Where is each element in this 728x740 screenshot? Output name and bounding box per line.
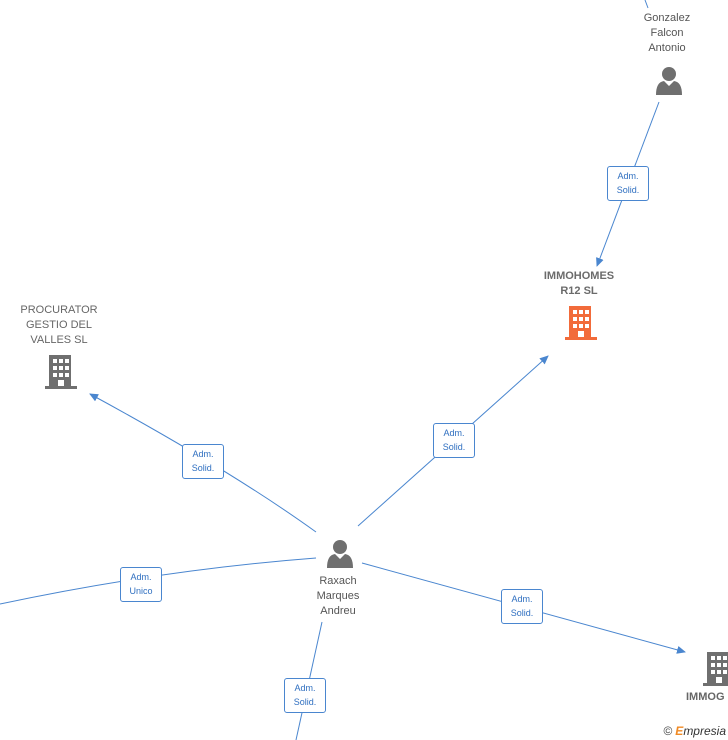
edge-label-gonzalez-immohomes: Adm. Solid.	[607, 166, 649, 201]
person-icon[interactable]	[656, 67, 682, 95]
building-icon[interactable]	[703, 652, 728, 686]
copyright-symbol: ©	[663, 724, 673, 738]
building-icon[interactable]	[565, 306, 597, 340]
edge-label-raxach-procurator: Adm. Solid.	[182, 444, 224, 479]
brand-name: mpresia	[683, 724, 726, 738]
node-label-gonzalez[interactable]: Gonzalez Falcon Antonio	[643, 12, 691, 54]
person-icon[interactable]	[327, 540, 353, 568]
node-label-procurator[interactable]: PROCURATOR GESTIO DEL VALLES SL	[20, 304, 98, 346]
brand-initial: E	[675, 724, 684, 738]
node-label-raxach[interactable]: Raxach Marques Andreu	[316, 575, 360, 617]
brand-watermark: ©Empresia	[663, 724, 726, 738]
node-label-immohomes[interactable]: IMMOHOMES R12 SL	[543, 270, 615, 297]
node-label-immog[interactable]: IMMOG	[686, 691, 725, 703]
building-icon[interactable]	[45, 355, 77, 389]
edge-label-raxach-left: Adm. Unico	[120, 567, 162, 602]
edge-label-raxach-immohomes: Adm. Solid.	[433, 423, 475, 458]
edge-gonzalez-top	[644, 0, 649, 9]
edge-label-raxach-bottom: Adm. Solid.	[284, 678, 326, 713]
edge-label-raxach-immog: Adm. Solid.	[501, 589, 543, 624]
